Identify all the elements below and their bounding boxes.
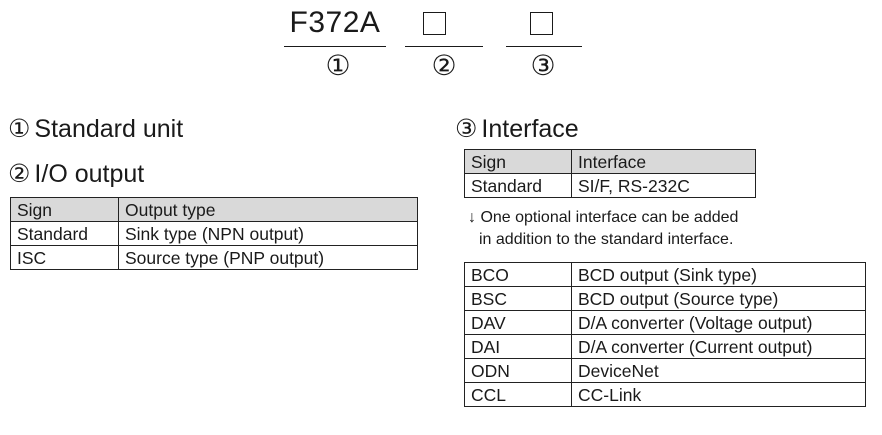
model-base: F372A	[289, 6, 381, 39]
table-row: BSC BCD output (Source type)	[464, 286, 866, 311]
cell-value: SI/F, RS-232C	[571, 173, 756, 198]
cell-sign: DAV	[464, 310, 572, 335]
table-row: BCO BCD output (Sink type)	[464, 262, 866, 287]
note-line-2: in addition to the standard interface.	[479, 231, 734, 248]
cell-sign: ISC	[10, 245, 119, 270]
underline-3	[506, 46, 582, 48]
marker-2: ②	[431, 50, 457, 81]
header-sign: Sign	[464, 149, 572, 174]
section-number: ②	[8, 160, 31, 188]
optional-interface-table: BCO BCD output (Sink type) BSC BCD outpu…	[464, 262, 866, 407]
cell-sign: CCL	[464, 382, 572, 407]
cell-value: D/A converter (Voltage output)	[571, 310, 866, 335]
table-row: ISC Source type (PNP output)	[10, 245, 418, 270]
option-box-2	[419, 6, 449, 40]
cell-value: DeviceNet	[571, 358, 866, 383]
cell-value: CC-Link	[571, 382, 866, 407]
header-output-type: Output type	[118, 197, 418, 222]
table-row: DAV D/A converter (Voltage output)	[464, 310, 866, 335]
header-sign: Sign	[10, 197, 119, 222]
table-header-row: Sign Interface	[464, 149, 756, 174]
cell-sign: DAI	[464, 334, 572, 359]
note-line-1: ↓ One optional interface can be added	[468, 209, 739, 226]
section-number: ③	[455, 115, 478, 143]
interface-table: Sign Interface Standard SI/F, RS-232C	[464, 149, 756, 198]
table-row: Standard Sink type (NPN output)	[10, 221, 418, 246]
marker-1: ①	[325, 50, 351, 81]
cell-value: Sink type (NPN output)	[118, 221, 418, 246]
table-row: DAI D/A converter (Current output)	[464, 334, 866, 359]
section-title: I/O output	[34, 160, 145, 188]
section-title: Standard unit	[34, 115, 184, 143]
cell-value: BCD output (Sink type)	[571, 262, 866, 287]
io-output-table: Sign Output type Standard Sink type (NPN…	[10, 197, 418, 270]
cell-value: Source type (PNP output)	[118, 245, 418, 270]
cell-sign: Standard	[10, 221, 119, 246]
cell-value: BCD output (Source type)	[571, 286, 866, 311]
underline-1	[284, 46, 386, 48]
cell-sign: BCO	[464, 262, 572, 287]
table-row: Standard SI/F, RS-232C	[464, 173, 756, 198]
cell-value: D/A converter (Current output)	[571, 334, 866, 359]
table-row: CCL CC-Link	[464, 382, 866, 407]
section-number: ①	[8, 115, 31, 143]
header-interface: Interface	[571, 149, 756, 174]
table-row: ODN DeviceNet	[464, 358, 866, 383]
underline-2	[405, 46, 483, 48]
cell-sign: Standard	[464, 173, 572, 198]
section-title: Interface	[481, 115, 579, 143]
marker-3: ③	[530, 50, 556, 81]
cell-sign: ODN	[464, 358, 572, 383]
option-box-3	[526, 6, 556, 40]
table-header-row: Sign Output type	[10, 197, 418, 222]
cell-sign: BSC	[464, 286, 572, 311]
model-code: F372A ① ② ③	[0, 6, 882, 86]
